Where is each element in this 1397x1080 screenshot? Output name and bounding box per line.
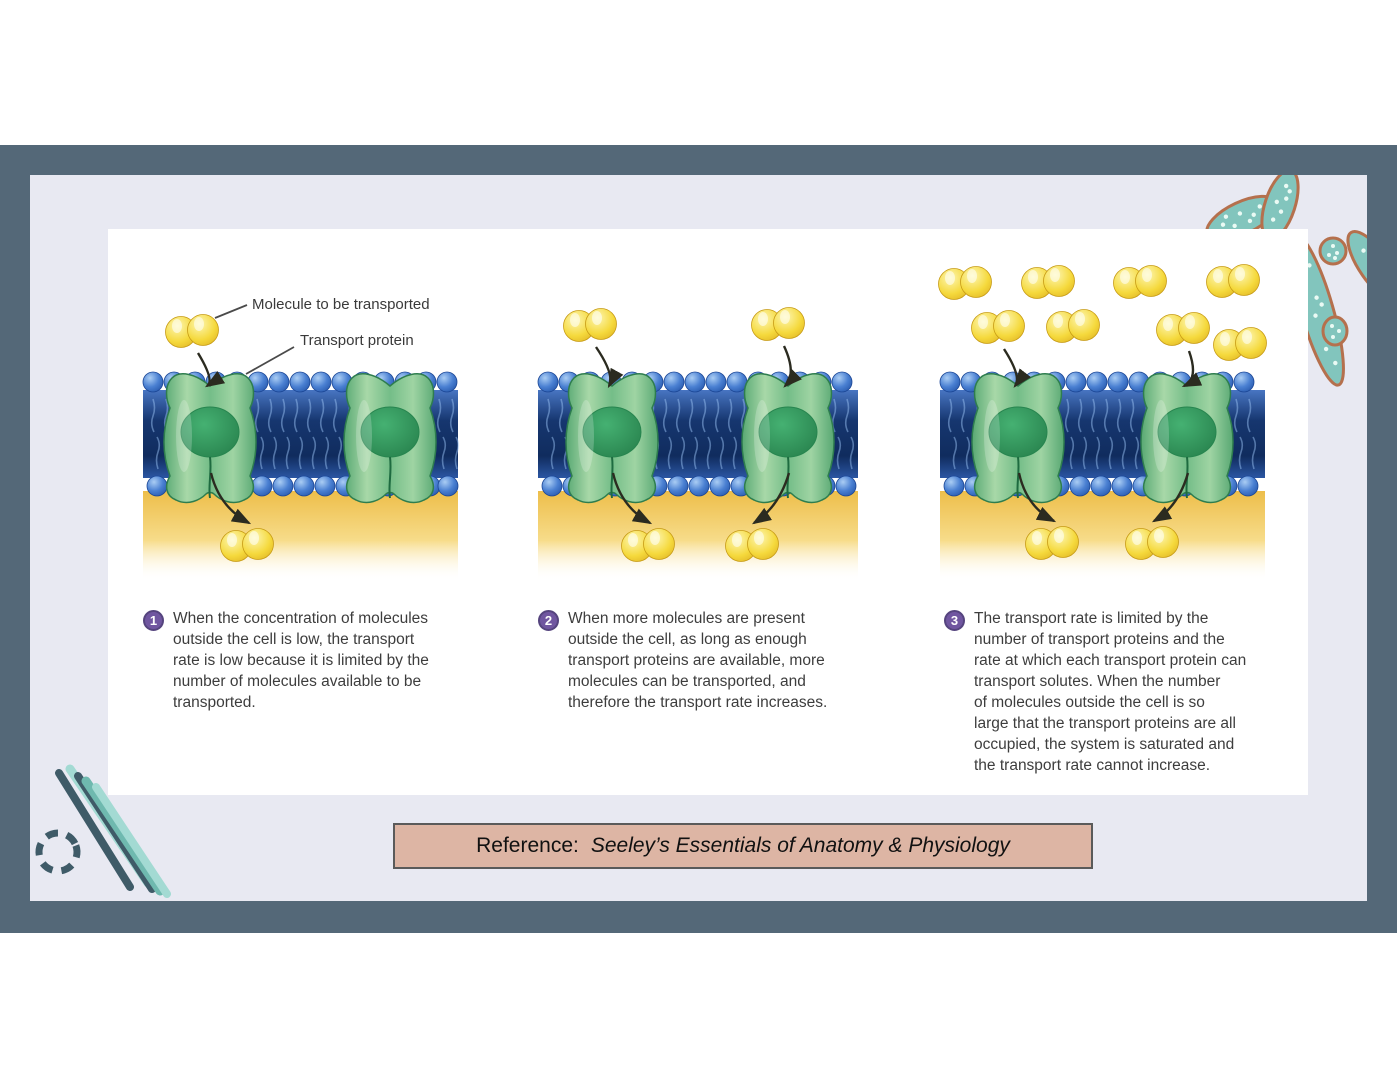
molecule-pair — [621, 528, 675, 562]
molecule-pair — [1125, 526, 1179, 560]
molecule-pair — [1156, 312, 1210, 346]
transport-protein — [565, 373, 659, 504]
transport-arrow-in — [1002, 348, 1031, 388]
transport-arrow-in — [196, 352, 226, 388]
membrane-panel — [537, 307, 858, 581]
molecule-pair — [1213, 327, 1267, 361]
step-1-text: When the concentration of molecules outs… — [173, 610, 429, 711]
transport-arrow-out — [751, 472, 791, 525]
molecule-pair — [165, 314, 219, 348]
molecule-pair — [971, 310, 1025, 344]
reference-box: Reference: Seeley’s Essentials of Anatom… — [393, 823, 1093, 869]
transport-protein — [741, 373, 835, 504]
cytoplasm-region — [143, 491, 458, 581]
transport-protein — [163, 373, 257, 504]
reference-title: Seeley’s Essentials of Anatomy & Physiol… — [590, 834, 1010, 857]
molecule-pair — [1206, 264, 1260, 298]
molecule-pair — [220, 528, 274, 562]
reference-label: Reference: — [476, 834, 579, 857]
molecule-pair — [1025, 526, 1079, 560]
transport-arrow-in — [1181, 350, 1203, 388]
membrane-panel — [142, 314, 460, 581]
step-1: 1 When the concentration of molecules ou… — [143, 608, 473, 713]
step-2-badge: 2 — [538, 610, 559, 631]
cytoplasm-region — [538, 491, 858, 581]
transport-arrow-out — [611, 472, 653, 525]
transport-protein — [971, 373, 1065, 504]
molecule-label-line — [214, 304, 248, 319]
transport-protein — [1140, 373, 1234, 504]
transport-arrow-out — [1017, 472, 1057, 523]
transport-arrow-in — [595, 346, 624, 389]
step-2: 2 When more molecules are present outsid… — [538, 608, 868, 713]
protein-label-line — [245, 346, 295, 375]
molecule-pair — [938, 266, 992, 300]
molecule-pair — [751, 307, 805, 341]
step-3-text: The transport rate is limited by the num… — [974, 610, 1247, 774]
transport-arrow-out — [1151, 472, 1190, 523]
dashed-circle-icon — [35, 829, 81, 875]
molecule-pair — [725, 528, 779, 562]
molecule-label: Molecule to be transported — [252, 296, 430, 313]
membrane-panel — [938, 264, 1267, 581]
step-2-text: When more molecules are present outside … — [568, 610, 828, 711]
molecule-pair — [1113, 265, 1167, 299]
protein-label: Transport protein — [300, 332, 414, 349]
molecule-pair — [1021, 265, 1075, 299]
transport-arrow-out — [209, 472, 252, 525]
transport-protein — [343, 373, 437, 504]
step-1-badge: 1 — [143, 610, 164, 631]
step-3-badge: 3 — [944, 610, 965, 631]
molecule-pair — [563, 308, 617, 342]
molecule-pair — [1046, 309, 1100, 343]
cytoplasm-region — [940, 491, 1265, 581]
step-3: 3 The transport rate is limited by the n… — [944, 608, 1289, 776]
transport-arrow-in — [782, 345, 802, 388]
